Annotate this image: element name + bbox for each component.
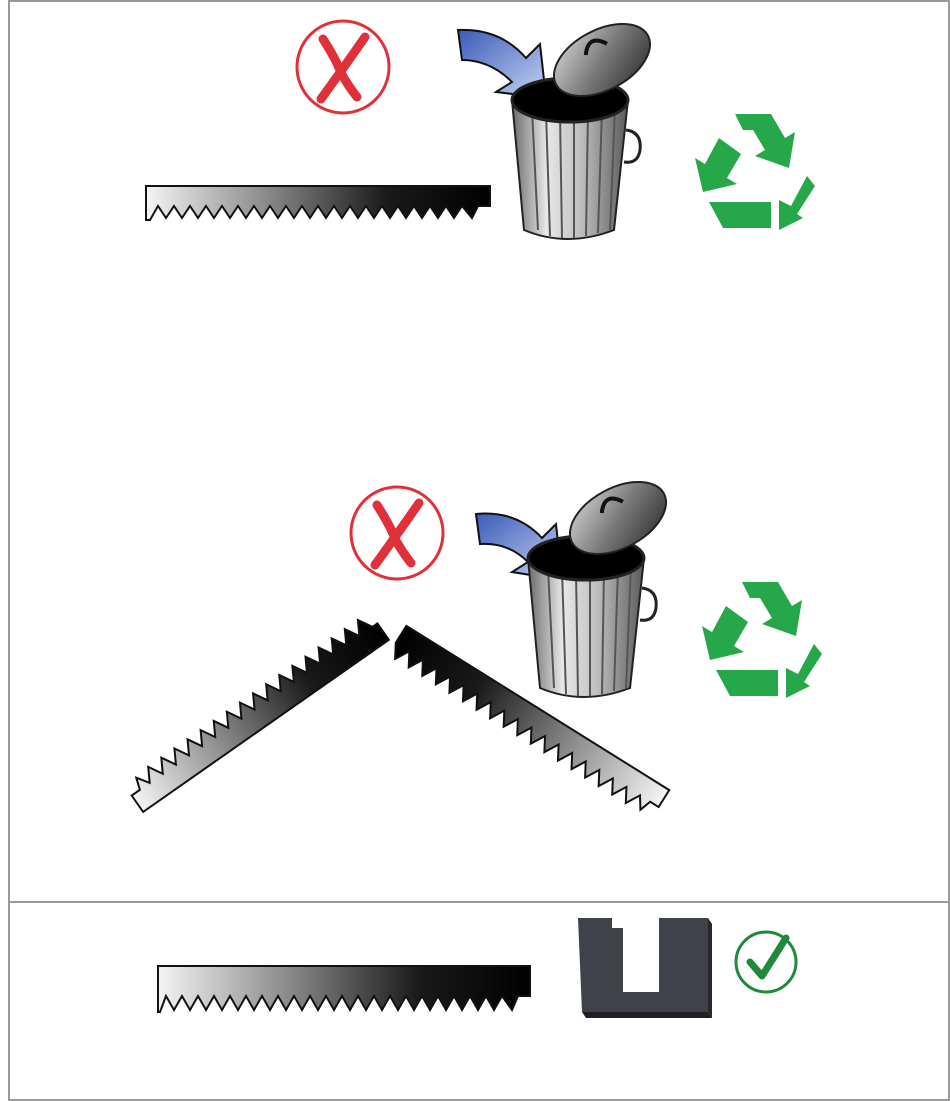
saw-blade-straight bbox=[158, 966, 530, 1012]
saw-blade-straight bbox=[146, 186, 490, 220]
trash-can-icon bbox=[528, 467, 678, 697]
recycle-icon bbox=[702, 582, 822, 698]
trash-can-icon bbox=[512, 9, 662, 239]
blade-guard bbox=[578, 914, 712, 1018]
prohibited-icon bbox=[297, 21, 389, 113]
recycle-icon bbox=[695, 114, 815, 230]
checkmark-icon bbox=[736, 932, 796, 992]
prohibited-icon bbox=[351, 487, 443, 579]
